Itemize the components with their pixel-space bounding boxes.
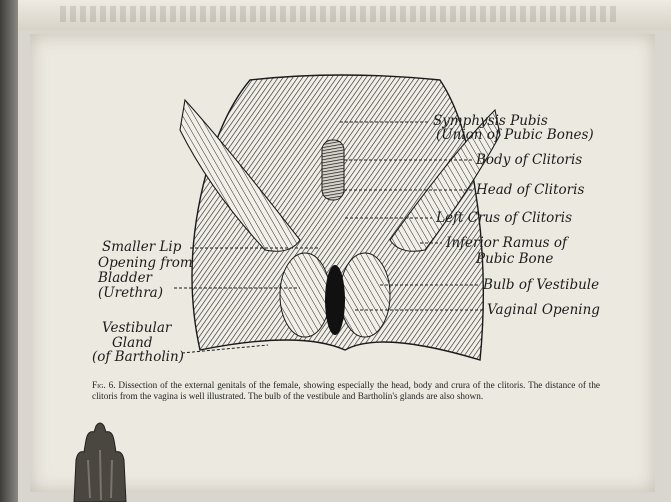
caption-figure-number: Fig. 6.: [92, 380, 116, 390]
label-vestibular-3: (of Bartholin): [92, 350, 184, 364]
vestibular-bulb-left: [280, 253, 330, 337]
caption-text: Dissection of the external genitals of t…: [92, 380, 600, 401]
clitoris-body-shape: [322, 140, 344, 200]
label-body-clitoris: Body of Clitoris: [476, 153, 582, 167]
label-vestibular-2: Gland: [112, 336, 153, 350]
label-smaller-lip-3: Bladder: [98, 271, 152, 285]
label-symphysis-sub: (Union of Pubic Bones): [436, 128, 594, 142]
figure-caption: Fig. 6. Dissection of the external genit…: [92, 380, 600, 401]
central-opening: [325, 265, 345, 335]
label-left-crus: Left Crus of Clitoris: [436, 211, 572, 225]
label-head-clitoris: Head of Clitoris: [476, 183, 584, 197]
vestibular-bulb-right: [340, 253, 390, 337]
label-symphysis: Symphysis Pubis: [433, 114, 548, 128]
label-vestibular-1: Vestibular: [102, 321, 171, 335]
book-holder-hand: [64, 420, 138, 502]
label-smaller-lip-1: Smaller Lip: [102, 240, 181, 254]
label-smaller-lip-2: Opening from: [98, 256, 193, 270]
label-vaginal: Vaginal Opening: [487, 303, 600, 317]
label-smaller-lip-4: (Urethra): [98, 286, 163, 300]
label-inferior-ramus-1: Inferior Ramus of: [446, 236, 567, 250]
label-bulb: Bulb of Vestibule: [483, 278, 599, 292]
label-inferior-ramus-2: Pubic Bone: [476, 252, 553, 266]
